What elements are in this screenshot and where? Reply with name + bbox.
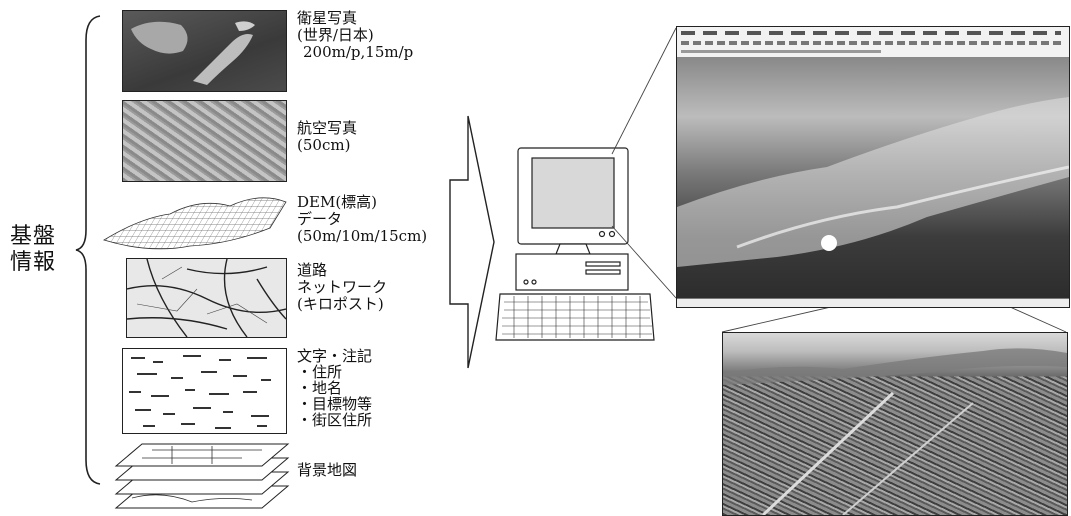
annotation-image	[122, 348, 287, 434]
background-map-label: 背景地図	[297, 461, 358, 479]
computer-illustration	[495, 147, 655, 341]
group-label-line-1: 基盤	[10, 224, 57, 249]
road-lines-graphic	[127, 259, 286, 337]
viewer-toolbar	[677, 27, 1069, 58]
aerial-photo-image	[122, 100, 287, 182]
road-label: 道路 ネットワーク (キロポスト)	[297, 261, 388, 313]
satellite-map-graphic	[131, 21, 255, 85]
aerial-3d-inset	[722, 332, 1068, 516]
viewer-status-bar	[677, 298, 1069, 307]
satellite-label: 衛星写真 (世界/日本) 200m/p,15m/p	[297, 9, 414, 61]
annotation-dots-graphic	[129, 355, 271, 429]
curly-brace	[75, 15, 101, 485]
background-map-stack	[114, 443, 290, 509]
group-label: 基盤 情報	[10, 224, 56, 276]
group-label-line-2: 情報	[10, 250, 57, 275]
viewer-window	[676, 26, 1070, 308]
terrain-view-graphic	[677, 97, 1069, 267]
big-arrow	[449, 115, 495, 369]
aerial-inset-graphic	[723, 348, 1067, 515]
dem-label: DEM(標高) データ (50m/10m/15cm)	[297, 193, 428, 245]
annotation-label: 文字・注記 ・住所 ・地名 ・目標物等 ・街区住所	[297, 347, 373, 429]
road-network-image	[126, 258, 287, 338]
aerial-label: 航空写真 (50cm)	[297, 119, 358, 154]
satellite-image	[122, 10, 287, 92]
dem-wireframe-image	[103, 197, 287, 250]
